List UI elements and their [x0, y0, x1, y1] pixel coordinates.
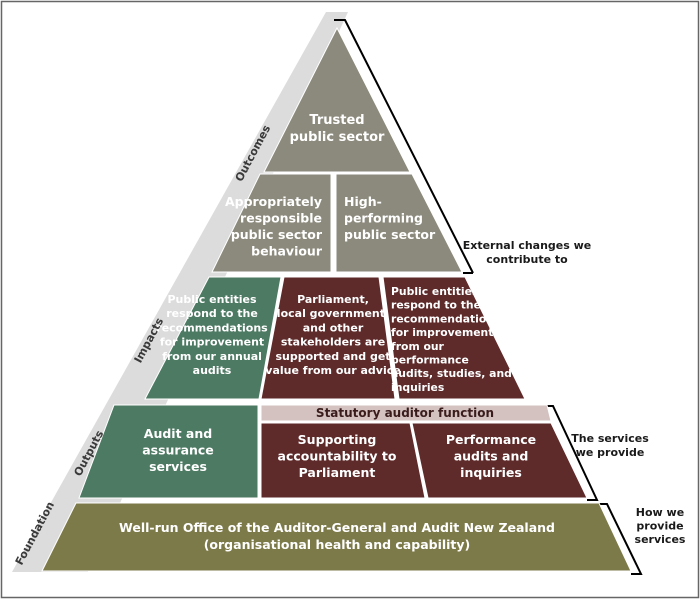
text-line: and other — [303, 321, 364, 334]
statutory-auditor-band — [260, 404, 552, 422]
text-line: accountability to — [278, 449, 397, 464]
impact-middle-text: Parliament,local government,and other sta… — [265, 293, 400, 377]
text-line: performance — [391, 354, 469, 367]
text-line: Supporting — [298, 432, 377, 447]
bracket-outcomes-impacts — [334, 19, 474, 274]
text-line: contribute to — [486, 253, 568, 266]
text-line: assurance — [142, 443, 214, 458]
text-line: behaviour — [251, 244, 323, 259]
text-line: Appropriately — [225, 194, 322, 209]
text-line: Trusted — [309, 113, 364, 128]
output-right-block — [411, 422, 588, 499]
text-line: stakeholders are — [281, 336, 385, 349]
text-line: Parliament, — [297, 293, 369, 306]
side-strip — [12, 12, 348, 572]
text-line: local government, — [277, 307, 389, 320]
text-line: recommendations — [156, 321, 268, 334]
text-line: responsible — [240, 211, 322, 226]
text-line: Audit and — [144, 426, 212, 441]
right-brackets — [334, 19, 643, 575]
foundation-block — [41, 502, 632, 572]
text-line: public sector — [344, 227, 436, 242]
text-line: audits — [193, 364, 232, 377]
text-line: Performance — [446, 432, 536, 447]
text-line: recommendations — [391, 312, 500, 325]
impact-left-block — [144, 276, 282, 400]
text-line: public sector — [290, 130, 385, 145]
output-middle-block — [260, 422, 426, 499]
text-line: supported and get — [275, 350, 390, 363]
text-line: Parliament — [299, 465, 376, 480]
output-left-block — [78, 404, 259, 499]
text-line: (organisational health and capability) — [204, 537, 471, 552]
text-line: respond to the — [391, 299, 481, 312]
outcome-right-block — [335, 173, 463, 273]
outcome-top-block — [263, 26, 411, 173]
bracket-outputs — [543, 405, 599, 501]
text-line: for improvement — [391, 326, 493, 339]
bracket-foundation — [597, 503, 643, 575]
text-line: audits, studies, and — [391, 367, 512, 380]
outcome-top-text: Trusted public sector — [290, 113, 385, 145]
text-line: Public entities — [391, 285, 478, 298]
text-line: External changes we — [463, 239, 592, 252]
text-line: value from our advice — [265, 364, 400, 377]
text-line: services — [149, 459, 207, 474]
text-line: How we — [636, 506, 684, 519]
foundation-text: Well-run Office of the Auditor-General a… — [119, 520, 555, 552]
impact-middle-block — [260, 276, 396, 400]
text-line: Well-run Office of the Auditor-General a… — [119, 520, 555, 535]
block-labels: Trusted public sector Appropriately respon… — [119, 113, 555, 552]
text-line: performing — [344, 211, 423, 226]
outcome-left-block — [211, 173, 332, 273]
text-line: High- — [344, 194, 382, 209]
text-line: services — [635, 533, 686, 546]
text-line: for improvement — [160, 336, 264, 349]
text-line: provide — [636, 520, 683, 533]
text-line: we provide — [576, 446, 645, 459]
text-line: The services — [571, 432, 649, 445]
text-line: inquiries — [391, 381, 444, 394]
text-line: Public entities — [167, 293, 256, 306]
impact-right-block — [382, 276, 526, 400]
text-line: from our annual — [162, 350, 262, 363]
text-line: from our — [391, 340, 445, 353]
text-line: public sector — [231, 227, 323, 242]
text-line: inquiries — [460, 465, 522, 480]
text-line: audits and — [454, 449, 529, 464]
text-line: respond to the — [166, 307, 258, 320]
statutory-auditor-label: Statutory auditor function — [316, 406, 494, 420]
